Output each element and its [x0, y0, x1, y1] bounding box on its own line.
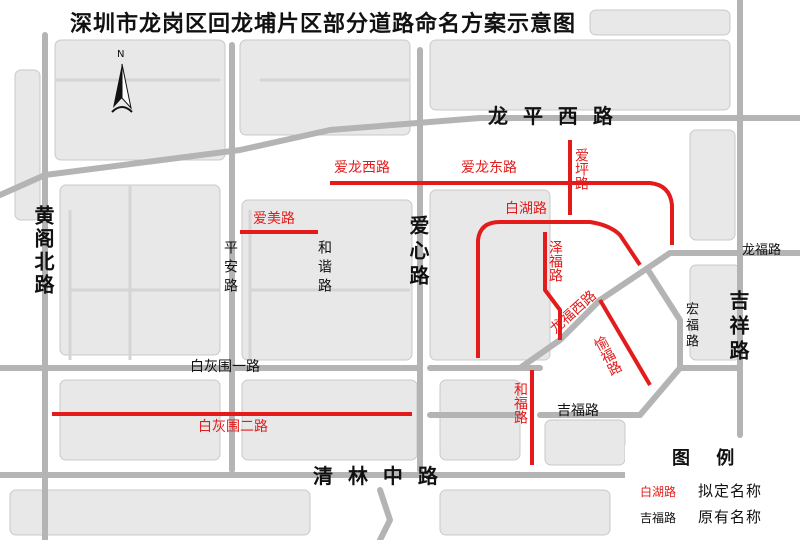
road-label-jixiang: 吉祥路 — [726, 290, 750, 365]
road-label-hexie: 和谐路 — [316, 240, 332, 297]
legend-proposed-sample: 白湖路 — [640, 485, 677, 499]
road-label-ailongxi: 爱龙西路 — [334, 160, 390, 176]
road-label-hefu: 和福路 — [512, 382, 528, 424]
road-label-baihuier: 白灰围二路 — [198, 419, 268, 435]
road-label-baihuiyi: 白灰围一路 — [190, 359, 260, 375]
road-label-qinglinzhong: 清 林 中 路 — [313, 464, 442, 488]
legend-proposed-text: 拟定名称 — [698, 482, 763, 500]
road-label-aimei: 爱美路 — [253, 211, 295, 227]
road-label-pingan: 平安路 — [222, 240, 238, 297]
road-label-zefu: 泽福路 — [547, 240, 563, 282]
road-label-aiping: 爱坪路 — [573, 148, 589, 190]
road-label-baihu: 白湖路 — [505, 201, 547, 217]
north-label: N — [117, 49, 125, 60]
north-arrow-icon — [104, 52, 140, 122]
road-yufu — [598, 298, 652, 387]
proposed-roads — [52, 140, 674, 465]
city-blocks — [9, 9, 741, 536]
legend-box — [625, 445, 800, 540]
road-label-jifu: 吉福路 — [557, 403, 599, 419]
road-baihu — [476, 220, 642, 358]
road-label-hong: 宏福路 — [683, 302, 698, 350]
legend-title: 图 例 — [672, 448, 745, 469]
road-label-longfu: 龙福路 — [742, 243, 782, 258]
page-title: 深圳市龙岗区回龙埔片区部分道路命名方案示意图 — [70, 12, 577, 37]
road-ailong — [330, 181, 674, 245]
road-label-longpingxi: 龙 平 西 路 — [488, 104, 617, 128]
road-label-aixin: 爱心路 — [406, 215, 430, 290]
road-zefu — [543, 232, 562, 340]
minor-roads — [55, 78, 410, 360]
legend-existing-text: 原有名称 — [698, 508, 763, 526]
legend-existing-sample: 吉福路 — [640, 511, 677, 525]
road-label-huanggebei: 黄阁北路 — [31, 205, 55, 297]
road-label-ailongdong: 爱龙东路 — [461, 160, 517, 176]
